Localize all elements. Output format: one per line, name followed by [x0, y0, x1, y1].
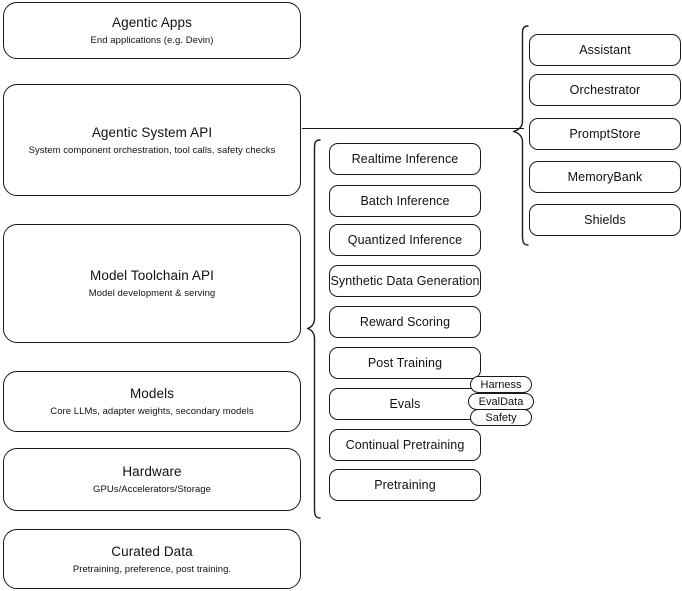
cap-box-pretraining[interactable]: Pretraining	[329, 469, 481, 501]
component-label: Shields	[584, 213, 626, 227]
eval-badge-safety[interactable]: Safety	[470, 409, 532, 426]
cap-box-evals[interactable]: Evals	[329, 388, 481, 420]
layer-subtitle: Core LLMs, adapter weights, secondary mo…	[50, 406, 254, 417]
layer-box-agentic-system-api[interactable]: Agentic System API System component orch…	[3, 84, 301, 196]
component-box-assistant[interactable]: Assistant	[529, 34, 681, 66]
layer-subtitle: Model development & serving	[88, 288, 216, 299]
cap-label: Quantized Inference	[347, 233, 463, 247]
layer-title: Agentic System API	[91, 124, 213, 140]
layer-title: Agentic Apps	[111, 15, 192, 30]
eval-badge-evaldata[interactable]: EvalData	[468, 393, 534, 410]
layer-box-models[interactable]: Models Core LLMs, adapter weights, secon…	[3, 371, 301, 432]
component-box-memorybank[interactable]: MemoryBank	[529, 161, 681, 193]
cap-box-realtime-inference[interactable]: Realtime Inference	[329, 143, 481, 175]
cap-label: Batch Inference	[360, 194, 450, 208]
cap-box-reward-scoring[interactable]: Reward Scoring	[329, 306, 481, 338]
toolchain-capabilities-brace	[306, 139, 321, 519]
component-box-orchestrator[interactable]: Orchestrator	[529, 74, 681, 106]
component-label: Assistant	[579, 43, 631, 57]
layer-box-agentic-apps[interactable]: Agentic Apps End applications (e.g. Devi…	[3, 2, 301, 59]
eval-badge-label: Harness	[480, 378, 522, 391]
system-components-brace	[512, 25, 529, 246]
component-label: Orchestrator	[569, 83, 641, 97]
cap-label: Evals	[389, 397, 421, 411]
cap-label: Continual Pretraining	[345, 438, 465, 452]
layer-subtitle: System component orchestration, tool cal…	[28, 144, 276, 156]
component-box-shields[interactable]: Shields	[529, 204, 681, 236]
cap-label: Realtime Inference	[351, 152, 459, 166]
cap-label: Reward Scoring	[359, 315, 451, 329]
cap-box-continual-pretraining[interactable]: Continual Pretraining	[329, 429, 481, 461]
cap-box-quantized-inference[interactable]: Quantized Inference	[329, 224, 481, 256]
layer-title: Models	[129, 386, 175, 401]
eval-badge-label: EvalData	[478, 395, 524, 408]
component-label: PromptStore	[569, 127, 641, 141]
component-box-promptstore[interactable]: PromptStore	[529, 118, 681, 150]
eval-badge-harness[interactable]: Harness	[470, 376, 532, 393]
component-label: MemoryBank	[567, 170, 643, 184]
cap-box-synthetic-data-generation[interactable]: Synthetic Data Generation	[329, 265, 481, 297]
layer-subtitle: End applications (e.g. Devin)	[90, 35, 214, 46]
cap-box-batch-inference[interactable]: Batch Inference	[329, 185, 481, 217]
layer-title: Hardware	[122, 464, 182, 479]
layer-box-model-toolchain-api[interactable]: Model Toolchain API Model development & …	[3, 224, 301, 343]
layer-title: Model Toolchain API	[90, 268, 214, 283]
eval-badge-label: Safety	[485, 411, 517, 424]
cap-label: Post Training	[367, 356, 443, 370]
layer-subtitle: Pretraining, preference, post training.	[72, 563, 232, 575]
layer-title: Curated Data	[111, 543, 193, 559]
layer-box-hardware[interactable]: Hardware GPUs/Accelerators/Storage	[3, 448, 301, 511]
cap-label: Synthetic Data Generation	[330, 274, 480, 288]
cap-label: Pretraining	[374, 478, 436, 492]
cap-box-post-training[interactable]: Post Training	[329, 347, 481, 379]
system-api-connector-line	[302, 128, 524, 130]
layer-box-curated-data[interactable]: Curated Data Pretraining, preference, po…	[3, 529, 301, 589]
layer-subtitle: GPUs/Accelerators/Storage	[93, 484, 211, 495]
